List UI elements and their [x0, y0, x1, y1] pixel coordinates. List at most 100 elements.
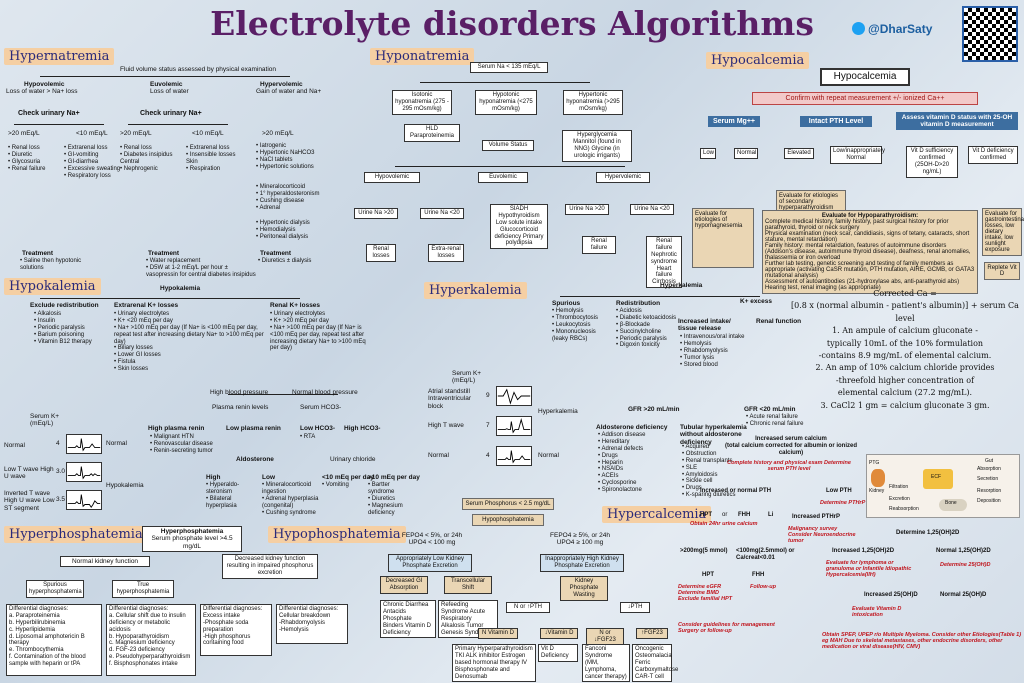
- list-item: Renal failure: [8, 166, 68, 173]
- list-item: Vomiting: [322, 482, 362, 489]
- list-item: typically 10mL of the 10% formulation: [790, 338, 1020, 350]
- hypovolemic-sub: Loss of water > Na+ loss: [6, 88, 78, 95]
- list-item: Mononucleosis (leaky RBCs): [552, 329, 612, 343]
- hyperk-ecg-label: Serum K+ (mEq/L): [452, 370, 492, 385]
- list-item: D5W at 1-2 mEq/L per hour ± vasopressin …: [146, 265, 256, 279]
- list-item: K+ <20 mEq per day: [114, 318, 264, 325]
- list-item: Rhabdomyolysis: [680, 348, 754, 355]
- hyperk-tag: Hyperkalemia: [538, 408, 578, 415]
- list-item: Barium poisoning: [34, 332, 114, 339]
- list-item: -Phosphate soda preparation: [203, 620, 269, 634]
- list-item: e. Pseudohyperparathyroidism: [109, 654, 193, 661]
- determine-25: Determine 25(OH)D: [940, 562, 990, 568]
- kidney-wasting-box: Kidney Phosphate Wasting: [560, 576, 608, 601]
- high-fgf23: ↑FGF23: [636, 628, 668, 639]
- list-item: Digoxin toxicity: [616, 342, 688, 349]
- list-item: -Hemolysis: [279, 627, 345, 634]
- aldo-low: Low: [262, 474, 275, 481]
- hyperphosphatemia-title: Hyperphosphatemia: [4, 526, 148, 543]
- renal-k-losses: Renal K+ losses: [270, 302, 320, 309]
- hypok-ecg-tag: Hypokalemia: [106, 482, 144, 489]
- list-item: Renin-secreting tumor: [150, 448, 226, 455]
- inc-25: Increased 25(OH)D: [864, 592, 918, 599]
- hyperk-ecg-row-label: Atrial standstill Intraventricular block: [428, 388, 482, 410]
- extrarenal-k-losses: Extrarenal K+ losses: [114, 302, 178, 309]
- list-item: Family history: mental retardation, feat…: [765, 243, 975, 261]
- vitamin-d-assess-box: Assess vitamin D status with 25-OH vitam…: [896, 112, 1018, 130]
- hypophosphatemia-title: Hypophosphatemia: [268, 526, 406, 543]
- dd-title: Differential diagnoses:: [109, 606, 193, 613]
- list-item: Renovascular disease: [150, 441, 226, 448]
- list-item: Cyclosporine: [598, 480, 662, 487]
- nephrotic-box: Renal failure Nephrotic syndrome Heart f…: [646, 236, 682, 288]
- intake-list: Intravenous/oral intakeHemolysisRhabdomy…: [680, 334, 754, 368]
- spurious-list: HemolysisThrombocytosisLeukocytosisMonon…: [552, 308, 612, 342]
- threshold-5: >20 mEq/L: [262, 130, 294, 137]
- low-hco3-list: RTA: [300, 434, 336, 441]
- list-item: Respiration: [186, 166, 248, 173]
- list-item: d. Liposomal amphotericin B therapy: [9, 634, 99, 648]
- list-item: Cushing disease: [256, 198, 346, 205]
- list-item: Iatrogenic: [256, 143, 346, 150]
- list-item: Vitamin B12 therapy: [34, 339, 114, 346]
- dd-spurious: Differential diagnoses: a. Paraproteinem…: [6, 604, 102, 676]
- corrected-ca-formula: Corrected Ca = [0.8 x (normal albumin - …: [790, 288, 1020, 412]
- bone-label: Bone: [945, 501, 957, 507]
- list-item: NSAIDs: [598, 466, 662, 473]
- urine-na-gt20-2: Urine Na >20: [565, 204, 609, 215]
- or-label: or: [722, 512, 727, 519]
- confirm-measurement-bar: Confirm with repeat measurement +/- ioni…: [752, 92, 978, 105]
- treatment-1-list: Saline then hypotonic solutions: [20, 258, 100, 272]
- list-item: c. Magnesium deficiency: [109, 640, 193, 647]
- list-item: Acute renal failure: [746, 414, 820, 421]
- inc-pthrp: Increased PTHrP: [792, 514, 840, 521]
- renal-function-label: Renal function: [756, 318, 801, 325]
- kidney-icon: [871, 469, 885, 487]
- list-item: elemental calcium (27.2 mg/mL).: [790, 387, 1020, 399]
- eval-gi-losses: Evaluate for gastrointestinal losses, lo…: [982, 208, 1022, 256]
- threshold-4: <10 mEq/L: [192, 130, 224, 137]
- author-handle[interactable]: @DharSaty: [868, 22, 932, 36]
- hypophos-bottom-1: Primary Hyperparathyroidism TKI ALK inhi…: [452, 644, 536, 682]
- list-item: Urinary electrolytes: [270, 311, 366, 318]
- pth-elevated: Elevated: [784, 148, 814, 159]
- hypophos-sub: Hypophosphatemia: [472, 514, 544, 526]
- exclude-redistribution: Exclude redistribution: [30, 302, 99, 309]
- vitd-deficient: Vit D deficiency confirmed: [968, 146, 1018, 164]
- list-item: Renal loss: [120, 145, 186, 152]
- eval-hypoparathyroidism: Evaluate for Hypoparathyroidism: Complet…: [762, 210, 978, 294]
- list-item: Leukocytosis: [552, 322, 612, 329]
- spurious-label: Spurious: [552, 300, 580, 307]
- spurious-hyperphos: Spurious hyperphosphatemia: [26, 580, 84, 598]
- determine-pthrp: Determine PTHrP: [820, 500, 865, 506]
- list-item: Excessive sweating: [64, 166, 122, 173]
- list-item: Magnesium deficiency: [368, 503, 412, 517]
- check-urinary-na-2: Check urinary Na+: [140, 110, 202, 117]
- ecg-inverted-t-icon: [66, 490, 102, 510]
- list-item: Adrenal: [256, 205, 346, 212]
- threshold-3: >20 mEq/L: [120, 130, 152, 137]
- hypokalemia-title: Hypokalemia: [4, 278, 101, 295]
- list-item: a. Cellular shift due to insulin deficie…: [109, 613, 193, 634]
- low-vitd: ↓Vitamin D: [540, 628, 578, 639]
- list-item: 2. An amp of 10% calcium chloride provid…: [790, 362, 1020, 374]
- list-item: Thrombocytosis: [552, 315, 612, 322]
- ptg-label: PTG: [869, 461, 879, 467]
- formula-heading: Corrected Ca =: [790, 288, 1020, 300]
- hypercalc-step1: Complete history and physical exam Deter…: [726, 460, 852, 472]
- follow-up: Follow-up: [750, 584, 776, 590]
- isotonic-causes: HLD Paraproteinemia: [404, 124, 460, 142]
- list-item: Tumor lysis: [680, 355, 754, 362]
- list-item: Hypertonic solutions: [256, 164, 346, 171]
- list-item: Na+ >100 mEq per day (If Na+ is <100 mEq…: [114, 325, 264, 346]
- lt100-urine: <100mg(2.5mmol) or Ca/creat<0.01: [736, 548, 800, 562]
- treatment-2-list: Water replacementD5W at 1-2 mEq/L per ho…: [146, 258, 256, 279]
- norm-25: Normal 25(OH)D: [940, 592, 986, 599]
- hypercalc-root-title: Increased serum calcium: [716, 436, 866, 443]
- list-item: -threefold higher concentration of: [790, 375, 1020, 387]
- renal-k-list: Urinary electrolytesK+ >20 mEq per dayNa…: [270, 311, 366, 352]
- hypophos-bottom-4: Oncogenic Osteomalacia Ferric Carboxymal…: [632, 644, 672, 682]
- gt10-per-day: >10 mEq per day: [368, 474, 420, 481]
- aldo-def-list: Addison diseaseHereditaryAdrenal defects…: [598, 432, 662, 494]
- hypercalc-root-sub: (total calcium corrected for albumin or …: [716, 443, 866, 457]
